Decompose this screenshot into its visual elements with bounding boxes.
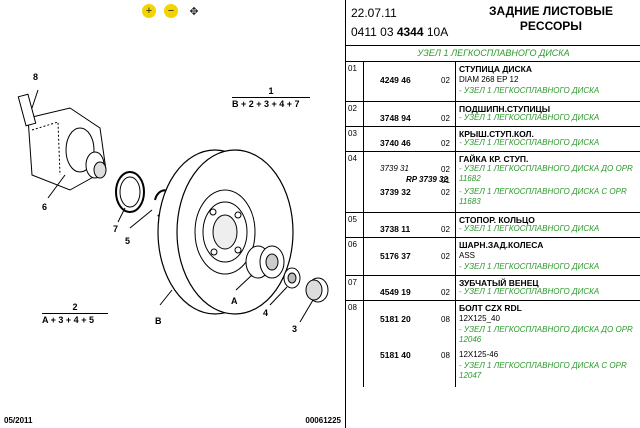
zoom-out-icon[interactable]: − — [164, 4, 178, 18]
diagram-toolbar: + − ✥ — [142, 4, 202, 18]
applicability-note: - УЗЕЛ 1 ЛЕГКОСПЛАВНОГО ДИСКА С OPR 1168… — [459, 187, 627, 206]
callout-1-number: 1 — [268, 86, 274, 96]
quantity: 01 — [441, 176, 450, 185]
row-index: 01 — [346, 62, 364, 101]
quantity: 08 — [441, 315, 450, 324]
diagram-date-footer: 05/2011 — [4, 416, 33, 425]
applicability-note: - УЗЕЛ 1 ЛЕГКОСПЛАВНОГО ДИСКА С OPR 1204… — [459, 361, 627, 380]
quantity: 02 — [441, 225, 450, 234]
part-number[interactable]: 3739 32 — [380, 187, 411, 197]
part-description: КРЫШ.СТУП.КОЛ. — [459, 129, 534, 139]
row-index: 05 — [346, 213, 364, 237]
part-description: СТУПИЦА ДИСКА — [459, 64, 532, 74]
table-row[interactable]: 07 4549 19 ЗУБЧАТЫЙ ВЕНЕЦ 02 - УЗЕЛ 1 ЛЕ… — [346, 276, 640, 301]
row-index: 03 — [346, 127, 364, 151]
part-number[interactable]: 4549 19 — [380, 287, 411, 297]
applicability-note: - УЗЕЛ 1 ЛЕГКОСПЛАВНОГО ДИСКА — [459, 224, 600, 233]
hub-assembly-drawing — [17, 89, 329, 323]
parts-table: 01 4249 46 СТУПИЦА ДИСКА 02 DIAM 268 EP … — [346, 62, 640, 387]
part-description: ШАРН.ЗАД.КОЛЕСА — [459, 240, 544, 250]
applicability-note: - УЗЕЛ 1 ЛЕГКОСПЛАВНОГО ДИСКА — [459, 138, 600, 147]
label-b: B — [155, 316, 162, 326]
quantity: 08 — [441, 351, 450, 360]
label-4: 4 — [263, 308, 269, 318]
zoom-in-icon[interactable]: + — [142, 4, 156, 18]
applicability-note: - УЗЕЛ 1 ЛЕГКОСПЛАВНОГО ДИСКА — [459, 113, 600, 122]
parts-list-panel: 22.07.11 0411 03 4344 10A ЗАДНИЕ ЛИСТОВЫ… — [345, 0, 640, 428]
table-row[interactable]: 08 5181 20 5181 40 БОЛТ CZX RDL 08 12X12… — [346, 301, 640, 387]
label-6: 6 — [42, 202, 48, 212]
row-index: 04 — [346, 152, 364, 212]
part-number-superseded[interactable]: 3739 31 — [380, 164, 409, 173]
table-row[interactable]: 04 3739 31 RP 3739 32 3739 32 ГАЙКА КР. … — [346, 152, 640, 213]
table-row[interactable]: 05 3738 11 СТОПОР. КОЛЬЦО 02 - УЗЕЛ 1 ЛЕ… — [346, 213, 640, 238]
parts-header: 22.07.11 0411 03 4344 10A ЗАДНИЕ ЛИСТОВЫ… — [346, 0, 640, 46]
part-description: ПОДШИПН.СТУПИЦЫ — [459, 104, 551, 114]
table-row[interactable]: 03 3740 46 КРЫШ.СТУП.КОЛ. 02 - УЗЕЛ 1 ЛЕ… — [346, 127, 640, 152]
part-description: ЗУБЧАТЫЙ ВЕНЕЦ — [459, 278, 539, 288]
part-number[interactable]: 3740 46 — [380, 138, 411, 148]
replacement-part[interactable]: RP 3739 32 — [406, 175, 448, 184]
applicability-note: - УЗЕЛ 1 ЛЕГКОСПЛАВНОГО ДИСКА ДО OPR 116… — [459, 164, 633, 183]
label-7: 7 — [113, 224, 119, 234]
callout-1-formula: B + 2 + 3 + 4 + 7 — [232, 99, 300, 109]
label-5: 5 — [125, 236, 131, 246]
applicability-note: - УЗЕЛ 1 ЛЕГКОСПЛАВНОГО ДИСКА — [459, 262, 600, 271]
quantity: 02 — [441, 114, 450, 123]
applicability-note: - УЗЕЛ 1 ЛЕГКОСПЛАВНОГО ДИСКА — [459, 287, 600, 296]
diagram-id-footer: 00061225 — [305, 416, 341, 425]
part-number[interactable]: 5181 20 — [380, 314, 411, 324]
callout-2-formula: A + 3 + 4 + 5 — [42, 315, 94, 325]
header-subtitle: УЗЕЛ 1 ЛЕГКОСПЛАВНОГО ДИСКА — [346, 45, 640, 62]
quantity: 02 — [441, 288, 450, 297]
applicability-note: - УЗЕЛ 1 ЛЕГКОСПЛАВНОГО ДИСКА ДО OPR 120… — [459, 325, 633, 344]
part-number[interactable]: 3738 11 — [380, 224, 411, 234]
row-index: 02 — [346, 102, 364, 126]
part-number[interactable]: 3748 94 — [380, 113, 411, 123]
row-index: 07 — [346, 276, 364, 300]
part-spec: 12X125-46 — [459, 350, 499, 359]
label-8: 8 — [33, 72, 39, 82]
table-row[interactable]: 06 5176 37 ШАРН.ЗАД.КОЛЕСА 02 ASS - УЗЕЛ… — [346, 238, 640, 276]
part-number[interactable]: 5176 37 — [380, 251, 411, 261]
header-date: 22.07.11 — [351, 6, 397, 20]
part-spec: ASS — [459, 251, 476, 260]
row-index: 06 — [346, 238, 364, 275]
applicability-note: - УЗЕЛ 1 ЛЕГКОСПЛАВНОГО ДИСКА — [459, 86, 600, 95]
callout-2-number: 2 — [72, 302, 78, 312]
part-description: БОЛТ CZX RDL — [459, 303, 522, 313]
callout-1: 1 B + 2 + 3 + 4 + 7 — [232, 86, 310, 109]
label-a: A — [231, 296, 238, 306]
header-code: 0411 03 4344 10A — [351, 25, 449, 39]
quantity: 02 — [441, 252, 450, 261]
row-index: 08 — [346, 301, 364, 387]
part-description: СТОПОР. КОЛЬЦО — [459, 215, 535, 225]
part-number[interactable]: 4249 46 — [380, 75, 411, 85]
quantity: 02 — [441, 76, 450, 85]
table-row[interactable]: 02 3748 94 ПОДШИПН.СТУПИЦЫ 02 - УЗЕЛ 1 Л… — [346, 102, 640, 127]
part-description: ГАЙКА КР. СТУП. — [459, 154, 529, 164]
part-number[interactable]: 5181 40 — [380, 350, 411, 360]
quantity: 02 — [441, 188, 450, 197]
quantity: 02 — [441, 165, 450, 174]
label-3: 3 — [292, 324, 298, 334]
callout-2: 2 A + 3 + 4 + 5 — [42, 302, 108, 325]
table-row[interactable]: 01 4249 46 СТУПИЦА ДИСКА 02 DIAM 268 EP … — [346, 62, 640, 102]
part-spec: 12X125_40 — [459, 314, 500, 323]
quantity: 02 — [441, 139, 450, 148]
pan-icon[interactable]: ✥ — [189, 5, 199, 18]
exploded-diagram-panel: + − ✥ — [4, 4, 341, 425]
part-spec: DIAM 268 EP 12 — [459, 75, 519, 84]
